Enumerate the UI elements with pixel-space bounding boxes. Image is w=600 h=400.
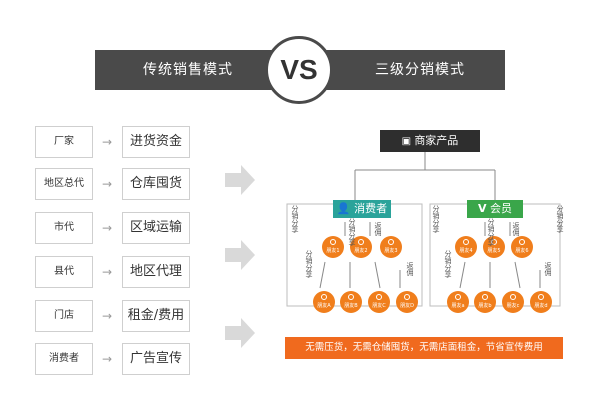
friend-node: 朋友D (396, 291, 418, 313)
role-box: 县代 (35, 256, 93, 288)
user-icon (404, 294, 410, 300)
friend-node: 朋友B (340, 291, 362, 313)
consumer-label: 消费者 (354, 202, 388, 215)
user-icon (455, 294, 461, 300)
cost-box: 广告宣传 (122, 343, 190, 375)
friend-node: 朋友3 (380, 236, 402, 258)
user-icon (538, 294, 544, 300)
rebate-label: 返佣 (374, 222, 382, 236)
friend-node: 朋友6 (511, 236, 533, 258)
user-icon (519, 239, 525, 245)
friend-node: 朋友b (474, 291, 496, 313)
user-icon: 👤 (336, 202, 351, 215)
role-box: 消费者 (35, 343, 93, 375)
friend-label: 朋友D (400, 303, 414, 309)
user-icon (482, 294, 488, 300)
user-icon (510, 294, 516, 300)
arrow-right-icon: → (101, 221, 113, 235)
friend-label: 朋友3 (384, 248, 398, 254)
friend-label: 朋友C (372, 303, 386, 309)
vs-badge: VS (265, 36, 333, 104)
arrow-right-icon: → (101, 352, 113, 366)
cost-box: 租金/费用 (122, 300, 190, 332)
benefit-banner: 无需压货，无需仓储囤货，无需店面租金，节省宣传费用 (285, 337, 563, 359)
friend-label: 朋友c (506, 303, 520, 309)
role-box: 市代 (35, 212, 93, 244)
big-arrow-icon (225, 165, 255, 195)
friend-node: 朋友1 (322, 236, 344, 258)
role-box: 厂家 (35, 126, 93, 158)
user-icon (463, 239, 469, 245)
share-label: 分销分享 (348, 218, 356, 246)
member-label: 会员 (490, 202, 512, 215)
arrow-right-icon: → (101, 135, 113, 149)
friend-label: 朋友d (534, 303, 548, 309)
big-arrow-icon (225, 240, 255, 270)
share-label: 分销分享 (487, 218, 495, 246)
user-icon (388, 239, 394, 245)
role-box: 地区总代 (35, 168, 93, 200)
traditional-title: 传统销售模式 (143, 62, 233, 78)
rebate-label: 返佣 (544, 262, 552, 276)
share-label: 分销分享 (444, 250, 452, 278)
cost-box: 仓库囤货 (122, 168, 190, 200)
friend-node: 朋友c (502, 291, 524, 313)
big-arrow-icon (225, 318, 255, 348)
share-label: 分销分享 (305, 250, 313, 278)
friend-node: 朋友d (530, 291, 552, 313)
product-label: 商家产品 (414, 134, 459, 147)
friend-node: 朋友2 (350, 236, 372, 258)
user-icon (330, 239, 336, 245)
friend-node: 朋友4 (455, 236, 477, 258)
member-box: V 会员 (467, 200, 523, 218)
arrow-right-icon: → (101, 177, 113, 191)
share-label: 分销分享 (432, 205, 440, 233)
share-label: 分销分享 (556, 205, 564, 233)
friend-label: 朋友2 (354, 248, 368, 254)
friend-label: 朋友4 (459, 248, 473, 254)
user-icon (376, 294, 382, 300)
friend-node: 朋友5 (483, 236, 505, 258)
distribution-title: 三级分销模式 (375, 62, 465, 78)
friend-node: 朋友a (447, 291, 469, 313)
friend-label: 朋友b (478, 303, 492, 309)
rebate-label: 返佣 (512, 222, 520, 236)
role-box: 门店 (35, 300, 93, 332)
v-icon: V (477, 202, 487, 215)
product-box: ▣ 商家产品 (380, 130, 480, 152)
friend-label: 朋友5 (487, 248, 501, 254)
friend-label: 朋友6 (515, 248, 529, 254)
arrow-right-icon: → (101, 309, 113, 323)
friend-node: 朋友C (368, 291, 390, 313)
user-icon (348, 294, 354, 300)
cost-box: 区域运输 (122, 212, 190, 244)
arrow-right-icon: → (101, 265, 113, 279)
box-icon: ▣ (401, 136, 415, 147)
friend-label: 朋友B (344, 303, 358, 309)
share-label: 分销分享 (291, 205, 299, 233)
user-icon (491, 239, 497, 245)
friend-node: 朋友A (313, 291, 335, 313)
consumer-box: 👤 消费者 (333, 200, 391, 218)
user-icon (321, 294, 327, 300)
friend-label: 朋友A (317, 303, 331, 309)
rebate-label: 返佣 (406, 262, 414, 276)
cost-box: 地区代理 (122, 256, 190, 288)
user-icon (358, 239, 364, 245)
cost-box: 进货资金 (122, 126, 190, 158)
friend-label: 朋友a (451, 303, 465, 309)
friend-label: 朋友1 (326, 248, 340, 254)
